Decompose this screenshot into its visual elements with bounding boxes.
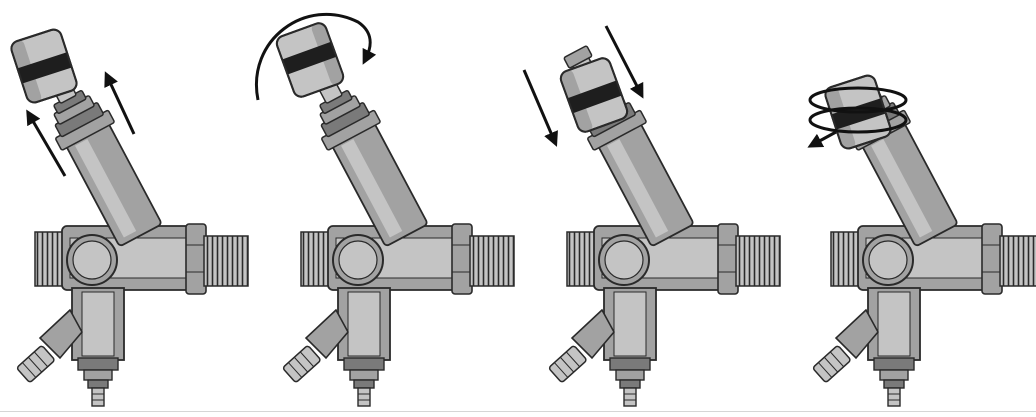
valve-body-2 <box>281 82 515 407</box>
step-2-panel <box>255 12 515 407</box>
arrow-up-left-icon <box>26 109 67 177</box>
arrow-up-left-icon <box>104 71 136 135</box>
arrow-down-right-icon <box>604 25 644 99</box>
arrow-down-right-icon <box>522 69 558 147</box>
baseline-divider <box>0 411 1036 412</box>
step-3-panel <box>522 25 781 407</box>
curved-rotate-arrow-icon <box>255 12 377 101</box>
spiral-rotate-arrow-icon <box>807 86 908 148</box>
step-1-panel <box>8 26 249 407</box>
step-4-panel <box>807 72 1036 407</box>
